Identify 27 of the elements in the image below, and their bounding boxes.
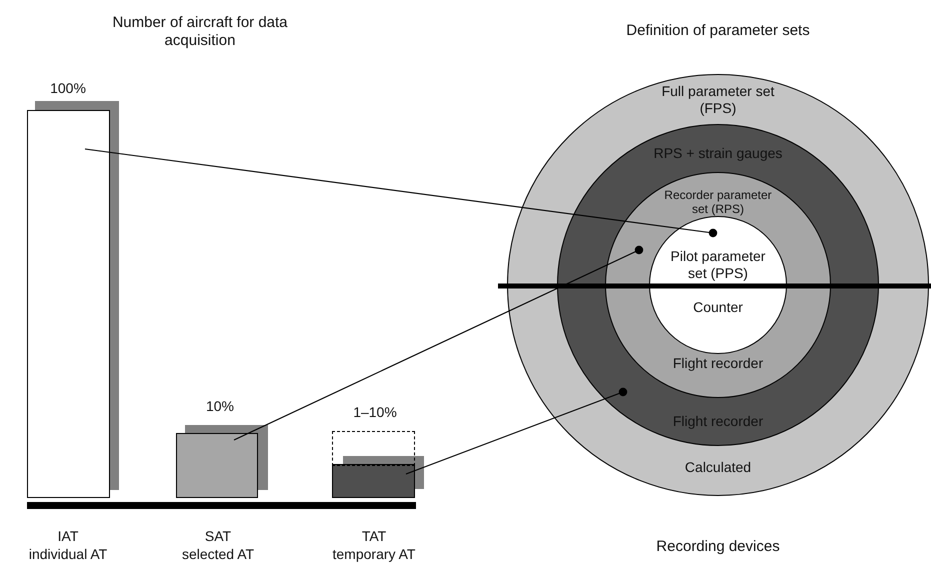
heading: Recording devices [655,538,781,556]
heading: Definition of parameter sets [625,22,811,40]
ring-label: Recorder parameter set (RPS) [663,188,773,216]
bar [176,433,258,498]
category-label: TAT [362,528,386,545]
bar [27,110,110,498]
category-label: IAT [58,528,78,545]
ring-label: Flight recorder [672,413,764,430]
ring-label: Counter [692,299,744,316]
leader-line [234,246,644,440]
percentage-label: 100% [50,80,86,97]
percentage-label: 10% [206,398,234,415]
ring-label: Calculated [684,459,752,476]
leader-line [406,388,628,475]
ring-label: Full parameter set (FPS) [660,83,776,117]
category-label: SAT [204,528,232,545]
ring-label: Pilot parameter set (PPS) [670,248,766,282]
category-label: selected AT [182,546,254,563]
ring-label: Flight recorder [672,355,764,372]
dashed-outline [332,431,415,466]
heading: Number of aircraft for data acquisition [111,14,289,50]
category-label: individual AT [28,546,108,563]
percentage-label: 1–10% [353,404,397,421]
ring-label: RPS + strain gauges [652,145,784,162]
bar [332,464,415,498]
category-label: temporary AT [332,546,416,563]
leader-line [84,148,718,238]
